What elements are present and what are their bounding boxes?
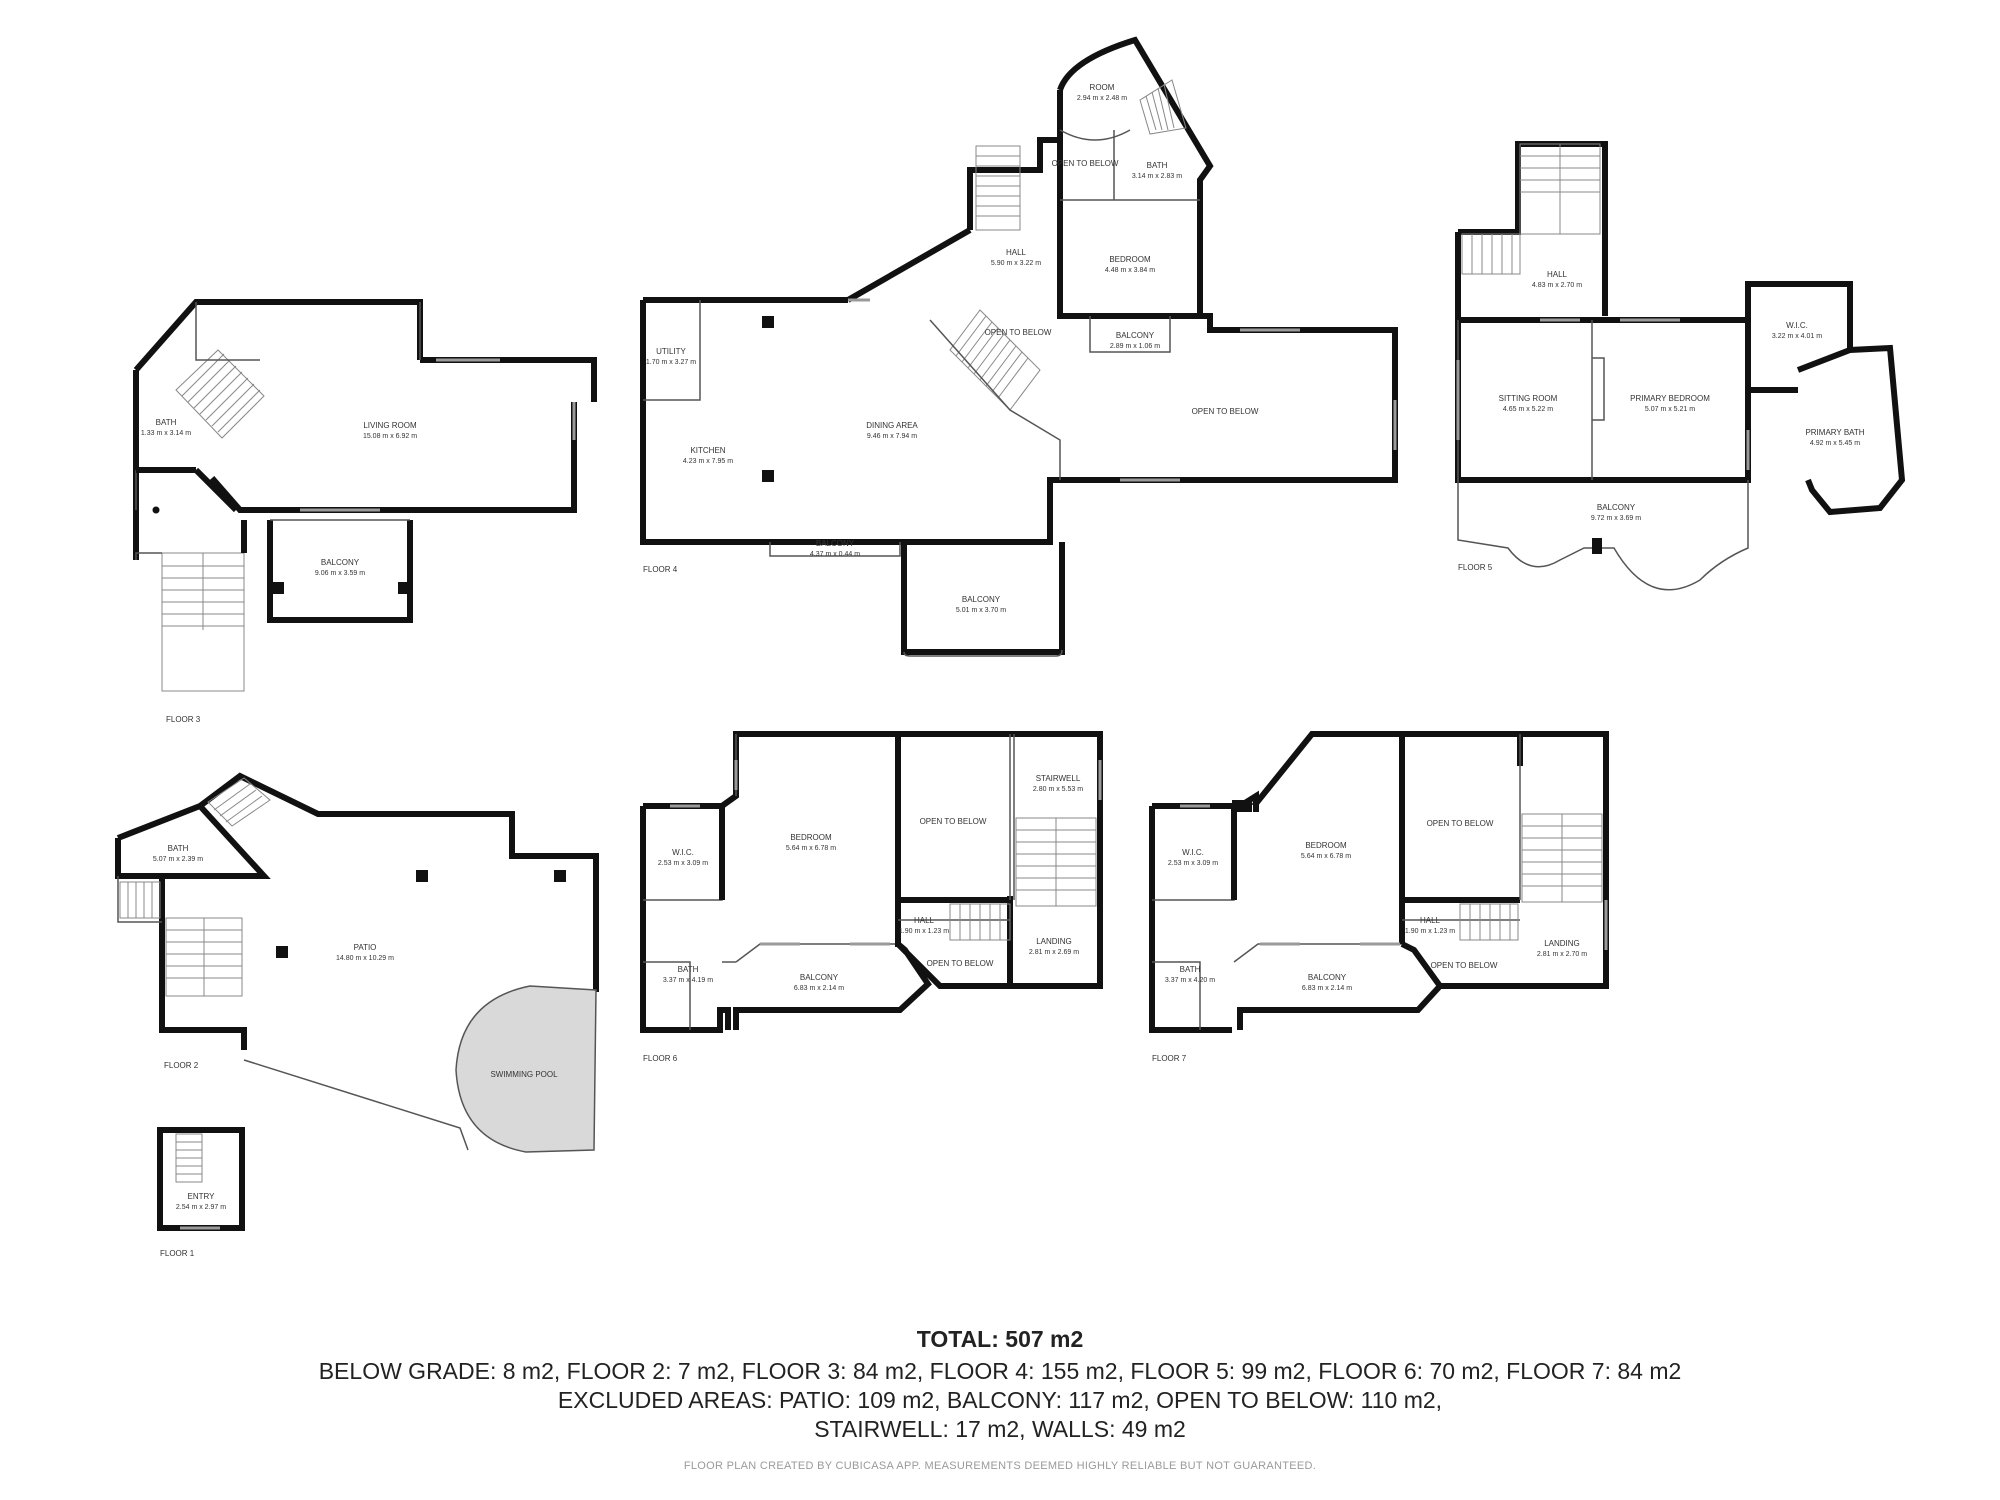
- f5-wic-dim: 3.22 m x 4.01 m: [1772, 333, 1822, 340]
- f7-balcony-name: BALCONY: [1308, 973, 1347, 982]
- f2-bath-dim: 5.07 m x 2.39 m: [153, 856, 203, 863]
- f4-kitchen-name: KITCHEN: [690, 446, 725, 455]
- f4-room-dim: 2.94 m x 2.48 m: [1077, 95, 1127, 102]
- f5-balcony-dim: 9.72 m x 3.69 m: [1591, 515, 1641, 522]
- f6-wic-name: W.I.C.: [672, 848, 694, 857]
- f2-patio-name: PATIO: [354, 943, 377, 952]
- f6-landing-dim: 2.81 m x 2.69 m: [1029, 949, 1079, 956]
- f4-bedroom-name: BEDROOM: [1109, 255, 1151, 264]
- f4-balcony-small-dim: 2.89 m x 1.06 m: [1110, 343, 1160, 350]
- f4-utility-name: UTILITY: [656, 347, 686, 356]
- f6-bedroom-dim: 5.64 m x 6.78 m: [786, 845, 836, 852]
- f6-open-to-below-1: OPEN TO BELOW: [920, 817, 987, 826]
- f4-hall-name: HALL: [1006, 248, 1027, 257]
- floor-4-label: FLOOR 4: [643, 565, 678, 574]
- f5-sitting-room-dim: 4.65 m x 5.22 m: [1503, 406, 1553, 413]
- f7-open-to-below-2: OPEN TO BELOW: [1431, 961, 1498, 970]
- f3-balcony-name: BALCONY: [321, 558, 360, 567]
- f4-dining-dim: 9.46 m x 7.94 m: [867, 433, 917, 440]
- f4-hall-dim: 5.90 m x 3.22 m: [991, 260, 1041, 267]
- floor-1-plan: [157, 1127, 245, 1231]
- f5-hall-name: HALL: [1547, 270, 1568, 279]
- floor-5-plan: [1455, 141, 1906, 591]
- f3-living-room-name: LIVING ROOM: [363, 421, 417, 430]
- f1-entry-name: ENTRY: [188, 1192, 216, 1201]
- disclaimer-footer: FLOOR PLAN CREATED BY CUBICASA APP. MEAS…: [683, 1460, 1317, 1472]
- f5-primary-bath-name: PRIMARY BATH: [1805, 428, 1864, 437]
- floor-areas-line: BELOW GRADE: 8 m2, FLOOR 2: 7 m2, FLOOR …: [318, 1358, 1682, 1384]
- f6-stairwell-name: STAIRWELL: [1036, 774, 1081, 783]
- floor-2-plan: [115, 772, 599, 1153]
- f6-bedroom-name: BEDROOM: [790, 833, 832, 842]
- f4-dining-name: DINING AREA: [866, 421, 918, 430]
- f6-balcony-name: BALCONY: [800, 973, 839, 982]
- f6-stairwell-dim: 2.80 m x 5.53 m: [1033, 786, 1083, 793]
- f4-room-name: ROOM: [1090, 83, 1115, 92]
- f4-balcony-dim: 5.01 m x 3.70 m: [956, 607, 1006, 614]
- f4-bath-name: BATH: [1147, 161, 1168, 170]
- f5-wic-name: W.I.C.: [1786, 321, 1808, 330]
- f6-bath-dim: 3.37 m x 4.19 m: [663, 977, 713, 984]
- f7-bedroom-name: BEDROOM: [1305, 841, 1347, 850]
- f6-wic-dim: 2.53 m x 3.09 m: [658, 860, 708, 867]
- f7-hall-name: HALL: [1420, 916, 1441, 925]
- f4-open-to-below-2: OPEN TO BELOW: [985, 328, 1052, 337]
- f4-bath-dim: 3.14 m x 2.83 m: [1132, 173, 1182, 180]
- total-area: TOTAL: 507 m2: [916, 1326, 1084, 1352]
- f7-bath-name: BATH: [1180, 965, 1201, 974]
- f6-landing-name: LANDING: [1036, 937, 1072, 946]
- f7-bedroom-dim: 5.64 m x 6.78 m: [1301, 853, 1351, 860]
- floor-plan-drawing: BATH 1.33 m x 3.14 m LIVING ROOM 15.08 m…: [115, 36, 1906, 1258]
- f7-landing-name: LANDING: [1544, 939, 1580, 948]
- f1-entry-dim: 2.54 m x 2.97 m: [176, 1204, 226, 1211]
- f2-bath-name: BATH: [168, 844, 189, 853]
- f7-hall-dim: 1.90 m x 1.23 m: [1405, 928, 1455, 935]
- f7-balcony-dim: 6.83 m x 2.14 m: [1302, 985, 1352, 992]
- f4-open-to-below-3: OPEN TO BELOW: [1192, 407, 1259, 416]
- f4-kitchen-dim: 4.23 m x 7.95 m: [683, 458, 733, 465]
- excluded-areas-line-2: STAIRWELL: 17 m2, WALLS: 49 m2: [814, 1416, 1186, 1442]
- f4-utility-dim: 1.70 m x 3.27 m: [646, 359, 696, 366]
- f3-bath-dim: 1.33 m x 3.14 m: [141, 430, 191, 437]
- f6-hall-name: HALL: [914, 916, 935, 925]
- f5-sitting-room-name: SITTING ROOM: [1499, 394, 1558, 403]
- f7-wic-name: W.I.C.: [1182, 848, 1204, 857]
- floor-3-label: FLOOR 3: [166, 715, 201, 724]
- f7-landing-dim: 2.81 m x 2.70 m: [1537, 951, 1587, 958]
- f3-bath-name: BATH: [156, 418, 177, 427]
- f2-patio-dim: 14.80 m x 10.29 m: [336, 955, 394, 962]
- floor-4-plan: [640, 36, 1398, 657]
- floor-6-label: FLOOR 6: [643, 1054, 678, 1063]
- floor-2-label: FLOOR 2: [164, 1061, 199, 1070]
- f4-balcony-name: BALCONY: [962, 595, 1001, 604]
- f3-living-room-dim: 15.08 m x 6.92 m: [363, 433, 417, 440]
- f7-wic-dim: 2.53 m x 3.09 m: [1168, 860, 1218, 867]
- f6-balcony-dim: 6.83 m x 2.14 m: [794, 985, 844, 992]
- f4-balcony-small-name: BALCONY: [1116, 331, 1155, 340]
- f5-balcony-name: BALCONY: [1597, 503, 1636, 512]
- floor-7-label: FLOOR 7: [1152, 1054, 1187, 1063]
- floor-5-label: FLOOR 5: [1458, 563, 1493, 572]
- f7-open-to-below-1: OPEN TO BELOW: [1427, 819, 1494, 828]
- f6-bath-name: BATH: [678, 965, 699, 974]
- area-summary: TOTAL: 507 m2 BELOW GRADE: 8 m2, FLOOR 2…: [0, 1326, 2000, 1444]
- f2-pool-name: SWIMMING POOL: [490, 1070, 558, 1079]
- f5-primary-bedroom-dim: 5.07 m x 5.21 m: [1645, 406, 1695, 413]
- f5-primary-bedroom-name: PRIMARY BEDROOM: [1630, 394, 1710, 403]
- floor-7-plan: [1149, 731, 1609, 1033]
- f4-open-to-below-1: OPEN TO BELOW: [1052, 159, 1119, 168]
- f7-bath-dim: 3.37 m x 4.20 m: [1165, 977, 1215, 984]
- f4-balcony-strip-name: BALCONY: [816, 539, 855, 548]
- floor-3-plan: [133, 299, 597, 692]
- f5-hall-dim: 4.83 m x 2.70 m: [1532, 282, 1582, 289]
- f6-open-to-below-2: OPEN TO BELOW: [927, 959, 994, 968]
- floor-6-plan: [640, 731, 1103, 1033]
- floor-1-label: FLOOR 1: [160, 1249, 195, 1258]
- f6-hall-dim: 1.90 m x 1.23 m: [899, 928, 949, 935]
- f5-primary-bath-dim: 4.92 m x 5.45 m: [1810, 440, 1860, 447]
- f3-balcony-dim: 9.06 m x 3.59 m: [315, 570, 365, 577]
- f4-bedroom-dim: 4.48 m x 3.84 m: [1105, 267, 1155, 274]
- excluded-areas-line: EXCLUDED AREAS: PATIO: 109 m2, BALCONY: …: [557, 1387, 1443, 1413]
- f4-balcony-strip-dim: 4.37 m x 0.44 m: [810, 551, 860, 558]
